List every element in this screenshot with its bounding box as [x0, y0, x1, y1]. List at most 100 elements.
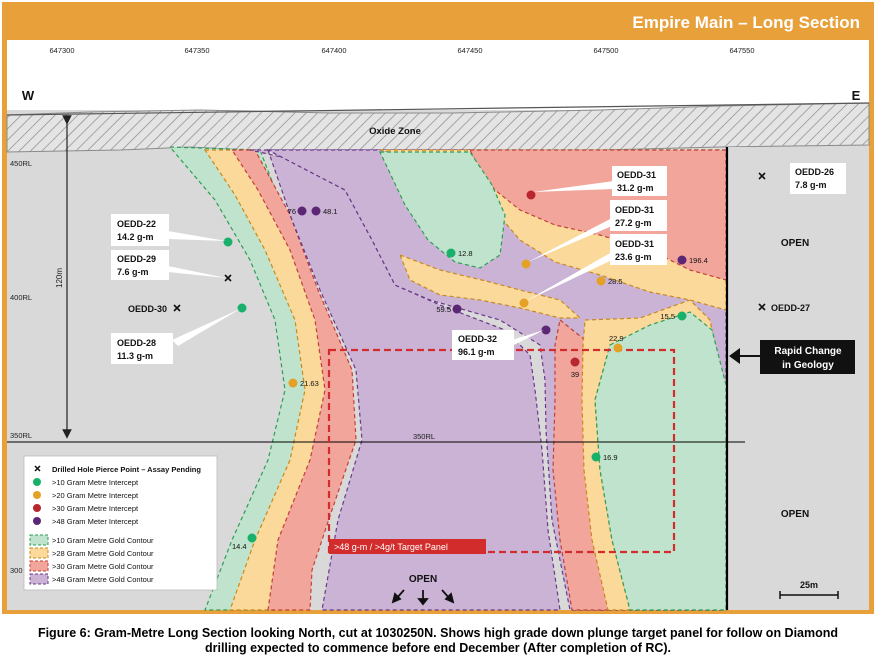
figure-caption: Figure 6: Gram-Metre Long Section lookin… [0, 626, 876, 656]
legend-marker-30 [33, 504, 41, 512]
intercept-label: 12.8 [458, 249, 473, 258]
open-label-east-upper: OPEN [781, 238, 809, 249]
vertical-scale: 120m [55, 115, 72, 439]
contour-30-west [230, 149, 357, 611]
contour-10-blob [379, 151, 506, 269]
intercept-label: 15.5 [660, 312, 675, 321]
intercept-marker-20 [519, 298, 529, 308]
easting-label: 647350 [184, 46, 209, 55]
callout-value: 14.2 g-m [117, 232, 154, 242]
callout-leaders [168, 181, 614, 346]
legend-item: >30 Gram Metre Gold Contour [52, 562, 154, 571]
rl-450-label: 450RL [10, 159, 32, 168]
target-panel-label: >48 g-m / >4g/t Target Panel [334, 542, 448, 552]
caption-line-2: drilling expected to commence before end… [204, 641, 672, 655]
easting-label: 647550 [729, 46, 754, 55]
intercept-marker-10 [591, 452, 601, 462]
rl-labels: 450RL 400RL 350RL 300 350RL [10, 159, 435, 575]
legend-swatch-48 [29, 573, 49, 585]
intercept-marker-48 [297, 206, 307, 216]
intercept-marker-10 [223, 237, 233, 247]
legend-item: >10 Gram Metre Intercept [52, 478, 139, 487]
callout-name: OEDD-31 [615, 239, 654, 249]
intercept-marker-10 [446, 248, 456, 258]
ground-surface [6, 102, 870, 116]
intercept-marker-48 [452, 304, 462, 314]
legend-swatch-30 [29, 560, 49, 572]
callout-value: 11.3 g-m [117, 351, 153, 361]
callout-name: OEDD-32 [458, 334, 497, 344]
callout-value: 7.6 g-m [117, 267, 149, 277]
callout-name: OEDD-29 [117, 254, 156, 264]
rl-350-label: 350RL [10, 431, 32, 440]
scale-bar: 25m [779, 580, 839, 599]
legend-marker-20 [33, 491, 41, 499]
intercept-marker-10 [677, 311, 687, 321]
compass-east: E [852, 88, 861, 103]
pending-mark-oedd29 [224, 274, 232, 282]
intercept-label: 14.4 [232, 542, 247, 551]
easting-label: 647450 [457, 46, 482, 55]
callout-name: OEDD-31 [615, 205, 654, 215]
intercept-marker-48 [311, 206, 321, 216]
callout-name: OEDD-28 [117, 338, 156, 348]
intercept-marker-20 [521, 259, 531, 269]
legend-swatch-10 [29, 534, 49, 546]
callout-value: 96.1 g-m [458, 347, 495, 357]
pending-mark-oedd30 [173, 304, 181, 312]
legend-item: >48 Gram Meter Intercept [52, 517, 139, 526]
pending-mark-oedd27 [758, 303, 766, 311]
target-panel-label-box [329, 539, 486, 554]
rapid-change-line2: in Geology [782, 360, 834, 371]
legend-marker-48 [33, 517, 41, 525]
intercept-label: 76 [288, 207, 296, 216]
callout-oedd29 [111, 250, 169, 280]
intercept-marker-10 [237, 303, 247, 313]
callout-oedd28 [111, 333, 173, 364]
legend-marker-10 [33, 478, 41, 486]
callouts: OEDD-22 14.2 g-m OEDD-29 7.6 g-m OEDD-30… [111, 163, 846, 364]
legend-pending-icon [34, 465, 41, 472]
callout-value: 7.8 g-m [795, 180, 827, 190]
intercept-label: 16.9 [603, 453, 618, 462]
callout-oedd31b [610, 200, 667, 231]
rapid-change-callout: Rapid Change in Geology [729, 340, 855, 374]
legend-item: >28 Gram Metre Gold Contour [52, 549, 154, 558]
figure-title: Empire Main – Long Section [632, 13, 860, 32]
open-label-east-lower: OPEN [781, 509, 809, 520]
contour-10-east [594, 311, 727, 611]
intercept-marker-30 [526, 190, 536, 200]
callout-oedd31c [610, 234, 667, 265]
pending-mark-oedd26 [758, 172, 766, 180]
intercept-marker-20 [288, 378, 298, 388]
legend-item: >30 Gram Metre Intercept [52, 504, 139, 513]
legend-pending-label: Drilled Hole Pierce Point – Assay Pendin… [52, 465, 201, 474]
intercept-label: 22.9 [609, 334, 624, 343]
section-body [6, 40, 870, 611]
intercept-marker-48 [677, 255, 687, 265]
oxide-zone-label: Oxide Zone [369, 126, 421, 137]
intercept-marker-10 [247, 533, 257, 543]
easting-label: 647500 [593, 46, 618, 55]
intercept-marker-20 [613, 343, 623, 353]
arrow-left-icon [729, 348, 740, 364]
open-label-bottom: OPEN [409, 574, 437, 585]
rl-400-label: 400RL [10, 293, 32, 302]
intercept-label: 21.63 [300, 379, 319, 388]
contour-30-east [552, 318, 613, 611]
contour-28-lens [398, 253, 582, 319]
pending-marks [173, 172, 766, 312]
legend: Drilled Hole Pierce Point – Assay Pendin… [23, 455, 218, 591]
callout-name: OEDD-26 [795, 167, 834, 177]
callout-oedd22 [111, 214, 169, 246]
intercept-marker-48 [541, 325, 551, 335]
callout-name: OEDD-22 [117, 219, 156, 229]
intercept-label: 59.5 [436, 305, 451, 314]
scale-bar-label: 25m [800, 580, 818, 590]
callout-oedd32 [452, 330, 514, 360]
callout-oedd30: OEDD-30 [128, 304, 167, 314]
easting-labels: 647300 647350 647400 647450 647500 64755… [49, 46, 754, 55]
open-bottom: OPEN [391, 574, 455, 606]
compass-west: W [22, 88, 35, 103]
rl-350-mid-label: 350RL [413, 432, 435, 441]
